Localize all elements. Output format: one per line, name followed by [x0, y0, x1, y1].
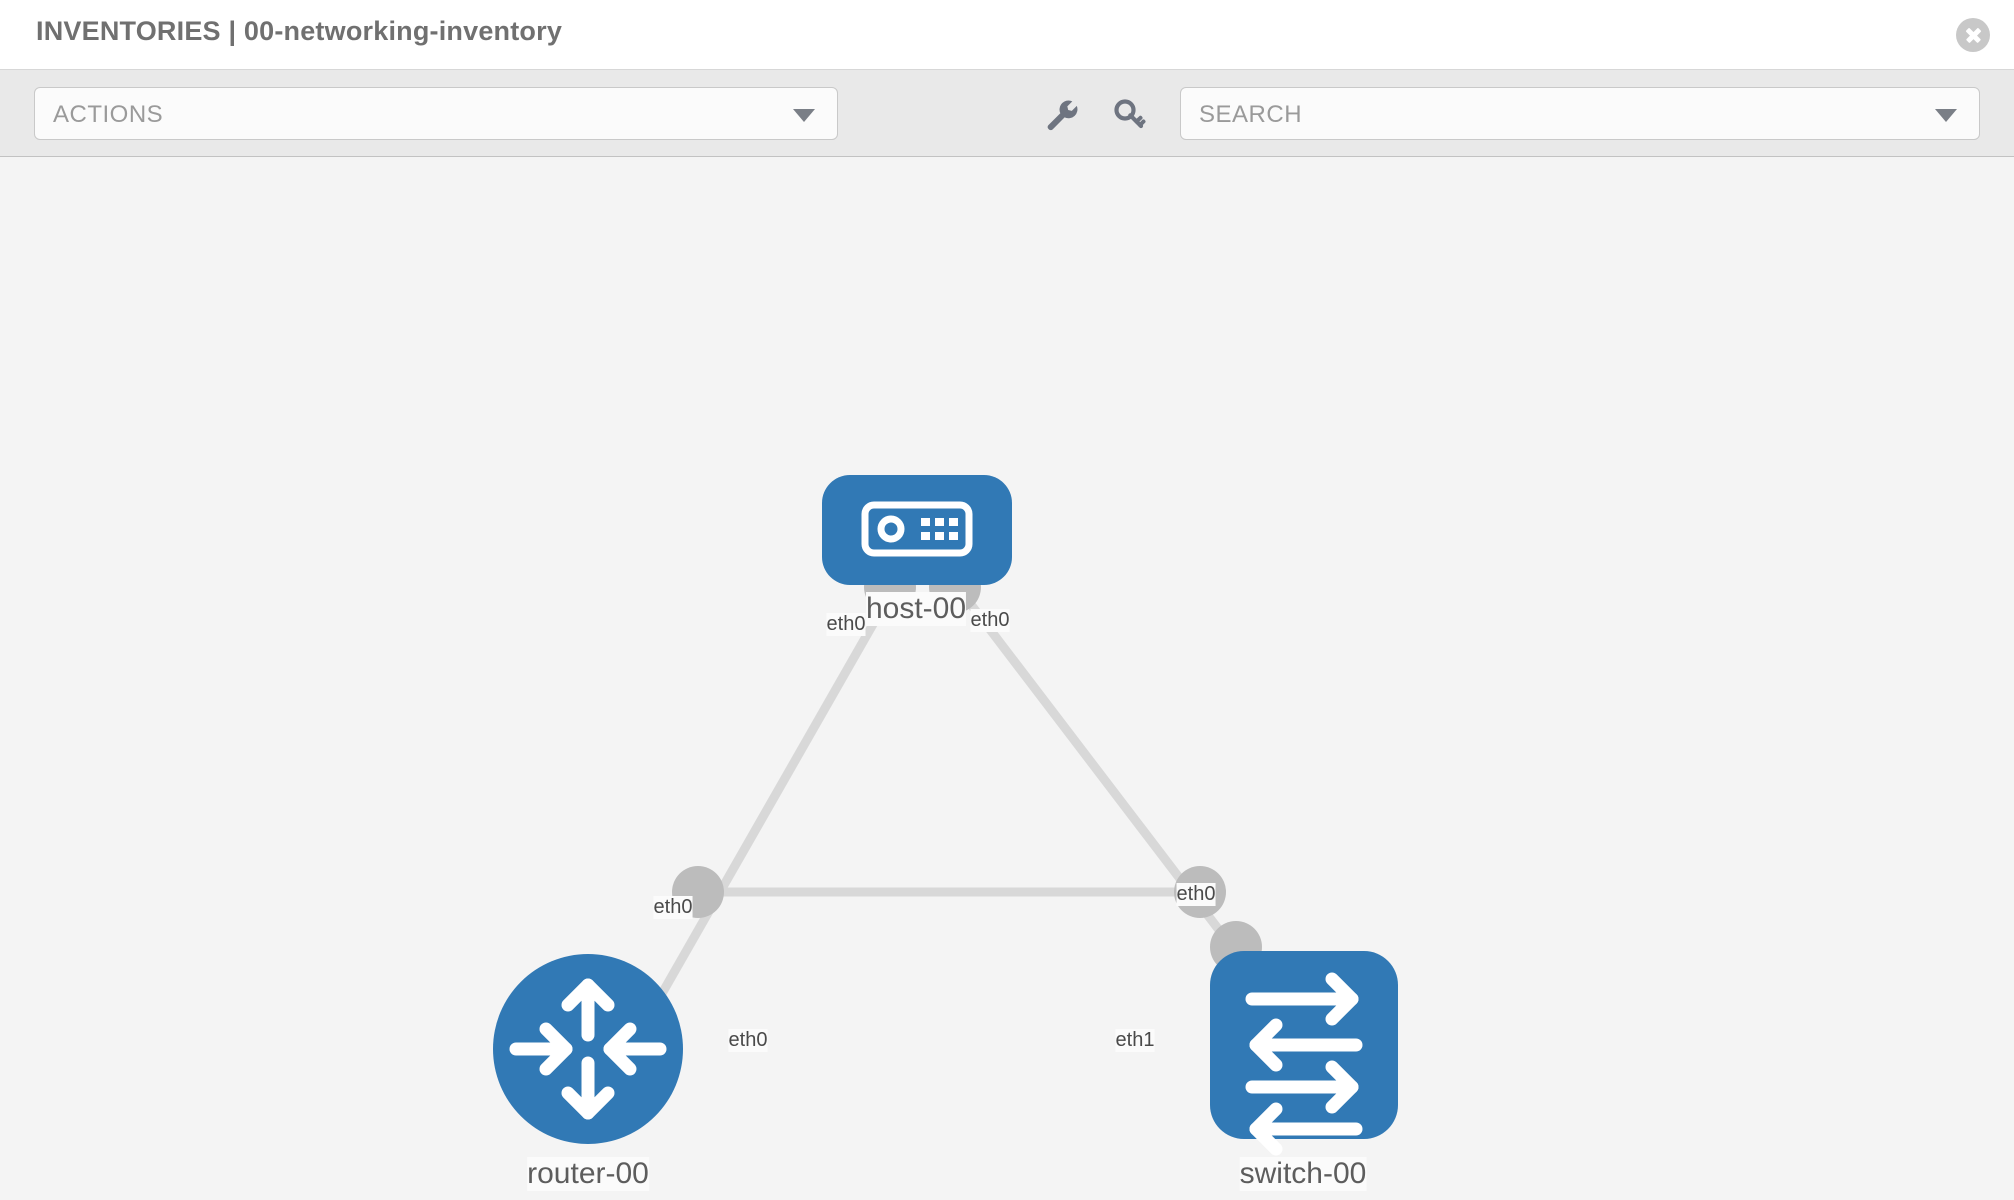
search-placeholder: SEARCH [1199, 101, 1303, 128]
interface-label-switch-eth0-up: eth0 [1176, 883, 1216, 906]
actions-dropdown[interactable]: ACTIONS [34, 87, 838, 140]
node-label-host-00: host-00 [865, 592, 967, 626]
interface-label-host-eth0-left: eth0 [826, 613, 866, 636]
topology-canvas[interactable]: host-00 router-00 switch-00 eth0 eth0 et… [0, 157, 2014, 1200]
chevron-down-icon [793, 109, 815, 122]
wrench-icon[interactable] [1043, 96, 1081, 134]
page-header: INVENTORIES | 00-networking-inventory [0, 0, 2014, 70]
interface-endpoints [672, 561, 1262, 973]
interface-label-switch-eth1: eth1 [1115, 1029, 1155, 1052]
node-label-router-00: router-00 [527, 1157, 649, 1191]
link-host-router [656, 574, 904, 1000]
node-router-00[interactable] [493, 954, 683, 1144]
close-icon[interactable] [1956, 18, 1990, 52]
interface-label-router-eth0-up: eth0 [653, 896, 693, 919]
page-title: INVENTORIES | 00-networking-inventory [36, 16, 563, 46]
chevron-down-icon[interactable] [1935, 109, 1957, 122]
actions-dropdown-label: ACTIONS [53, 101, 164, 128]
node-label-switch-00: switch-00 [1239, 1157, 1367, 1191]
topology-graph [493, 475, 1398, 1156]
node-switch-00[interactable] [1210, 951, 1398, 1156]
interface-label-router-eth0: eth0 [728, 1029, 768, 1052]
node-host-00[interactable] [822, 475, 1012, 585]
key-icon[interactable] [1110, 96, 1148, 134]
interface-label-host-eth0-right: eth0 [970, 609, 1010, 632]
toolbar: ACTIONS SEARCH [0, 70, 2014, 157]
search-input-wrapper[interactable]: SEARCH [1180, 87, 1980, 140]
